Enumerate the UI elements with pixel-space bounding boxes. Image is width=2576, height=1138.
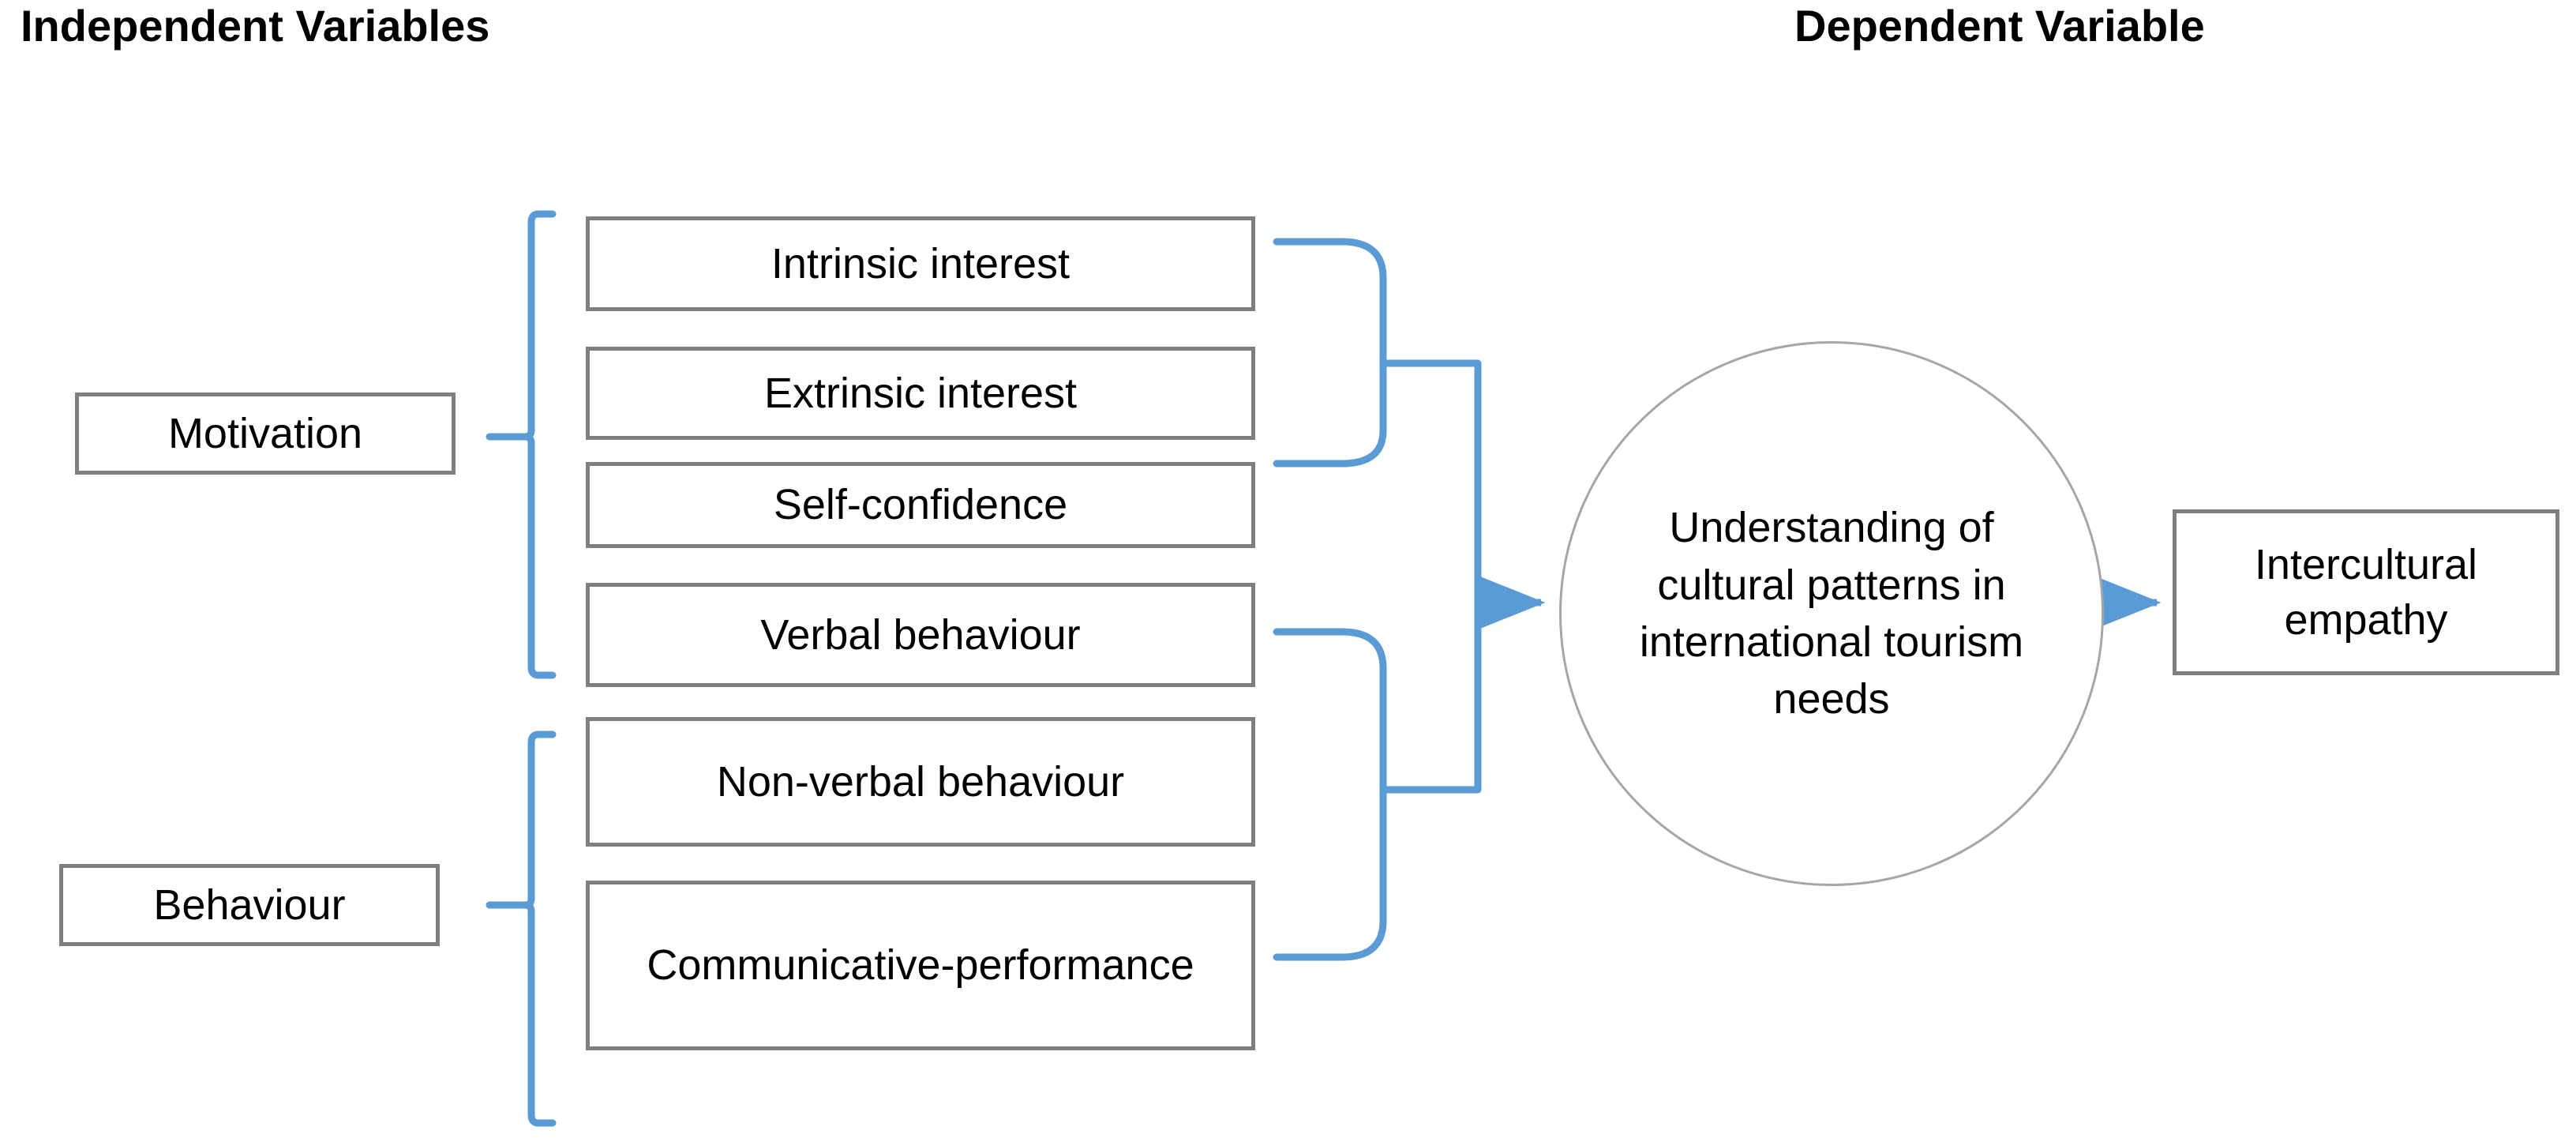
variable-label-communicative-performance: Communicative-performance	[647, 941, 1194, 990]
variable-label-self-confidence: Self-confidence	[773, 481, 1068, 529]
connector-behaviour-to-understanding	[1273, 599, 1482, 961]
category-box-behaviour[interactable]: Behaviour	[59, 864, 440, 946]
variable-label-verbal-behaviour: Verbal behaviour	[760, 610, 1081, 659]
variable-label-extrinsic-interest: Extrinsic interest	[763, 369, 1078, 417]
brace-motivation	[486, 210, 557, 679]
category-label-motivation: Motivation	[167, 409, 363, 457]
variable-box-verbal-behaviour[interactable]: Verbal behaviour	[586, 583, 1255, 687]
category-label-behaviour: Behaviour	[153, 881, 346, 929]
outcome-box-intercultural-empathy[interactable]: Intercultural empathy	[2173, 509, 2559, 675]
brace-behaviour	[486, 730, 557, 1127]
header-dependent-variable: Dependent Variable	[1794, 1, 2205, 51]
header-independent-variables: Independent Variables	[21, 1, 490, 51]
variable-box-non-verbal-behaviour[interactable]: Non-verbal behaviour	[586, 717, 1255, 847]
variable-box-extrinsic-interest[interactable]: Extrinsic interest	[586, 347, 1255, 440]
variable-label-non-verbal-behaviour: Non-verbal behaviour	[716, 757, 1125, 806]
variable-label-intrinsic-interest: Intrinsic interest	[771, 239, 1071, 287]
outcome-label-intercultural-empathy: Intercultural empathy	[2254, 540, 2478, 644]
variable-box-self-confidence[interactable]: Self-confidence	[586, 462, 1255, 548]
mediator-circle-understanding[interactable]: Understanding of cultural patterns in in…	[1559, 341, 2104, 886]
connector-motivation-to-understanding	[1273, 238, 1482, 607]
variable-box-intrinsic-interest[interactable]: Intrinsic interest	[586, 216, 1255, 311]
variable-box-communicative-performance[interactable]: Communicative-performance	[586, 881, 1255, 1050]
category-box-motivation[interactable]: Motivation	[75, 392, 456, 475]
mediator-label-understanding: Understanding of cultural patterns in in…	[1639, 504, 2024, 723]
